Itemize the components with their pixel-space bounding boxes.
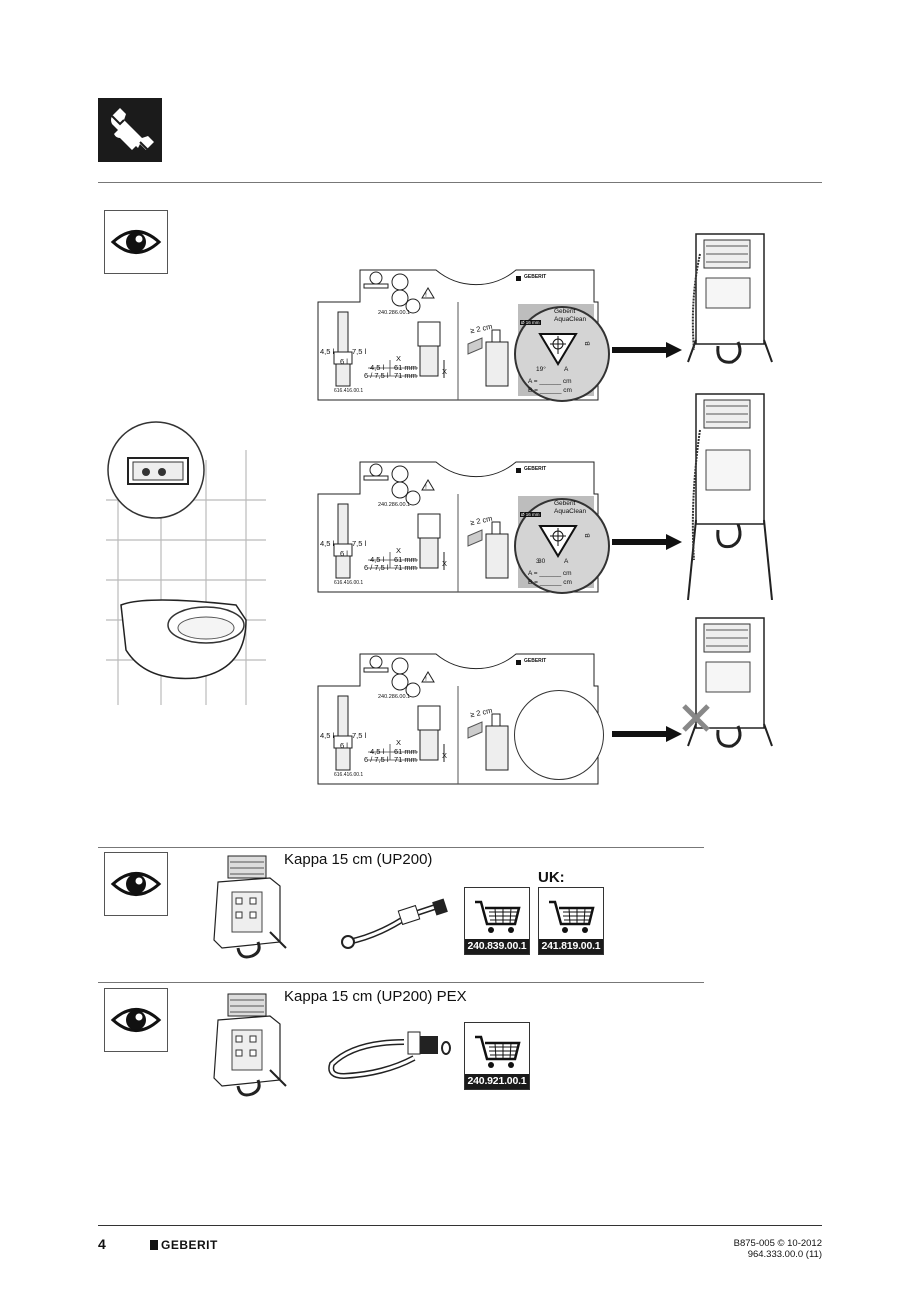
product-title: Kappa 15 cm (UP200): [284, 851, 433, 868]
wall-wc-illustration: [106, 420, 276, 710]
dim-a: A: [564, 558, 569, 565]
dim-b: B: [584, 341, 592, 346]
section-divider-2: [98, 982, 704, 983]
row2-volume: 6 / 7,5 l: [364, 755, 389, 764]
valve-code: 240.286.00.1: [378, 310, 411, 316]
volume-six: 6 l: [340, 549, 348, 558]
page-number: 4: [98, 1236, 106, 1252]
frame-with-aquaclean: [682, 230, 776, 380]
frame-crossed-out: [682, 614, 776, 764]
angle-value: 19°: [536, 366, 546, 373]
connection-hose-illustration: [338, 896, 454, 952]
volume-high: 7,5 l: [352, 347, 367, 356]
eye-icon: [104, 852, 168, 916]
svg-text:!: !: [425, 485, 427, 491]
doc-code: 964.333.00.0 (11): [747, 1249, 822, 1260]
uk-label: UK:: [538, 869, 565, 886]
svg-text:!: !: [425, 293, 427, 299]
cart-icon[interactable]: 241.819.00.1: [538, 887, 604, 955]
dim-b: B: [584, 533, 592, 538]
table-x: X: [396, 354, 402, 363]
arrow-right-icon: [612, 534, 682, 550]
valve-code: 240.286.00.1: [378, 694, 411, 700]
doc-ref: B875-005 © 10-2012: [733, 1238, 822, 1249]
volume-low: 4,5 l: [320, 539, 335, 548]
table-x: X: [396, 546, 402, 555]
volume-low: 4,5 l: [320, 731, 335, 740]
eye-icon: [104, 210, 168, 274]
row1-volume: 4,5 l: [370, 747, 385, 756]
valve-code: 240.286.00.1: [378, 502, 411, 508]
frame-tall-with-hose: [682, 390, 776, 601]
kappa-frame-illustration: [210, 852, 290, 962]
eye-icon: [104, 988, 168, 1052]
aquaclean-label: Geberit AquaClean: [554, 500, 587, 515]
cart-icon[interactable]: 240.921.00.1: [464, 1022, 530, 1090]
part-code: 616.416.00.1: [334, 772, 364, 778]
angle-value: 3: [536, 558, 540, 565]
row1-height: 61 mm: [394, 555, 417, 564]
row2-height: 71 mm: [394, 755, 417, 764]
article-number: 241.819.00.1: [539, 939, 603, 954]
geberit-logo: GEBERIT: [150, 1238, 218, 1252]
alignment-triangle: [538, 525, 578, 558]
x-mark: X: [442, 367, 448, 376]
a-line: A = ______ cm: [528, 378, 572, 385]
arrow-right-icon: [612, 342, 682, 358]
volume-low: 4,5 l: [320, 347, 335, 356]
row2-volume: 6 / 7,5 l: [364, 563, 389, 572]
svg-text:!: !: [425, 677, 427, 683]
wrench-icon: [98, 98, 162, 162]
cart-icon[interactable]: 240.839.00.1: [464, 887, 530, 955]
brand-tag: GEBERIT: [524, 658, 547, 664]
article-number: 240.921.00.1: [465, 1074, 529, 1089]
b-line: B = ______ cm: [528, 387, 572, 394]
pipe-size: Ø 16 mm: [520, 320, 541, 325]
x-mark: X: [442, 751, 448, 760]
pex-hose-illustration: [324, 1024, 454, 1084]
dim-a: A: [564, 366, 569, 373]
row1-volume: 4,5 l: [370, 555, 385, 564]
row2-volume: 6 / 7,5 l: [364, 371, 389, 380]
doc-reference: B875-005 © 10-2012 964.333.00.0 (11): [734, 1238, 822, 1260]
aquaclean-label: Geberit AquaClean: [554, 308, 587, 323]
brand-tag: GEBERIT: [524, 466, 547, 472]
volume-six: 6 l: [340, 741, 348, 750]
header-divider: [98, 182, 822, 183]
alignment-triangle: [538, 333, 578, 366]
volume-high: 7,5 l: [352, 539, 367, 548]
footer-divider: [98, 1225, 822, 1226]
row2-height: 71 mm: [394, 563, 417, 572]
table-x: X: [396, 738, 402, 747]
product-title: Kappa 15 cm (UP200) PEX: [284, 988, 467, 1005]
pipe-size: Ø 16 mm: [520, 512, 541, 517]
article-number: 240.839.00.1: [465, 939, 529, 954]
row2-height: 71 mm: [394, 371, 417, 380]
row1-volume: 4,5 l: [370, 363, 385, 372]
part-code: 616.416.00.1: [334, 388, 364, 394]
row1-height: 61 mm: [394, 363, 417, 372]
a-line: A = ______ cm: [528, 570, 572, 577]
kappa-frame-illustration: [210, 990, 290, 1100]
logo-block: [150, 1240, 158, 1250]
b-line: B = ______ cm: [528, 579, 572, 586]
part-code: 616.416.00.1: [334, 580, 364, 586]
volume-six: 6 l: [340, 357, 348, 366]
row1-height: 61 mm: [394, 747, 417, 756]
x-mark: X: [442, 559, 448, 568]
brand-tag: GEBERIT: [524, 274, 547, 280]
arrow-right-icon: [612, 726, 682, 742]
bottom-value: 30: [538, 558, 546, 565]
detail-magnifier: [514, 690, 604, 780]
section-divider-1: [98, 847, 704, 848]
brand-name: GEBERIT: [161, 1238, 218, 1252]
volume-high: 7,5 l: [352, 731, 367, 740]
